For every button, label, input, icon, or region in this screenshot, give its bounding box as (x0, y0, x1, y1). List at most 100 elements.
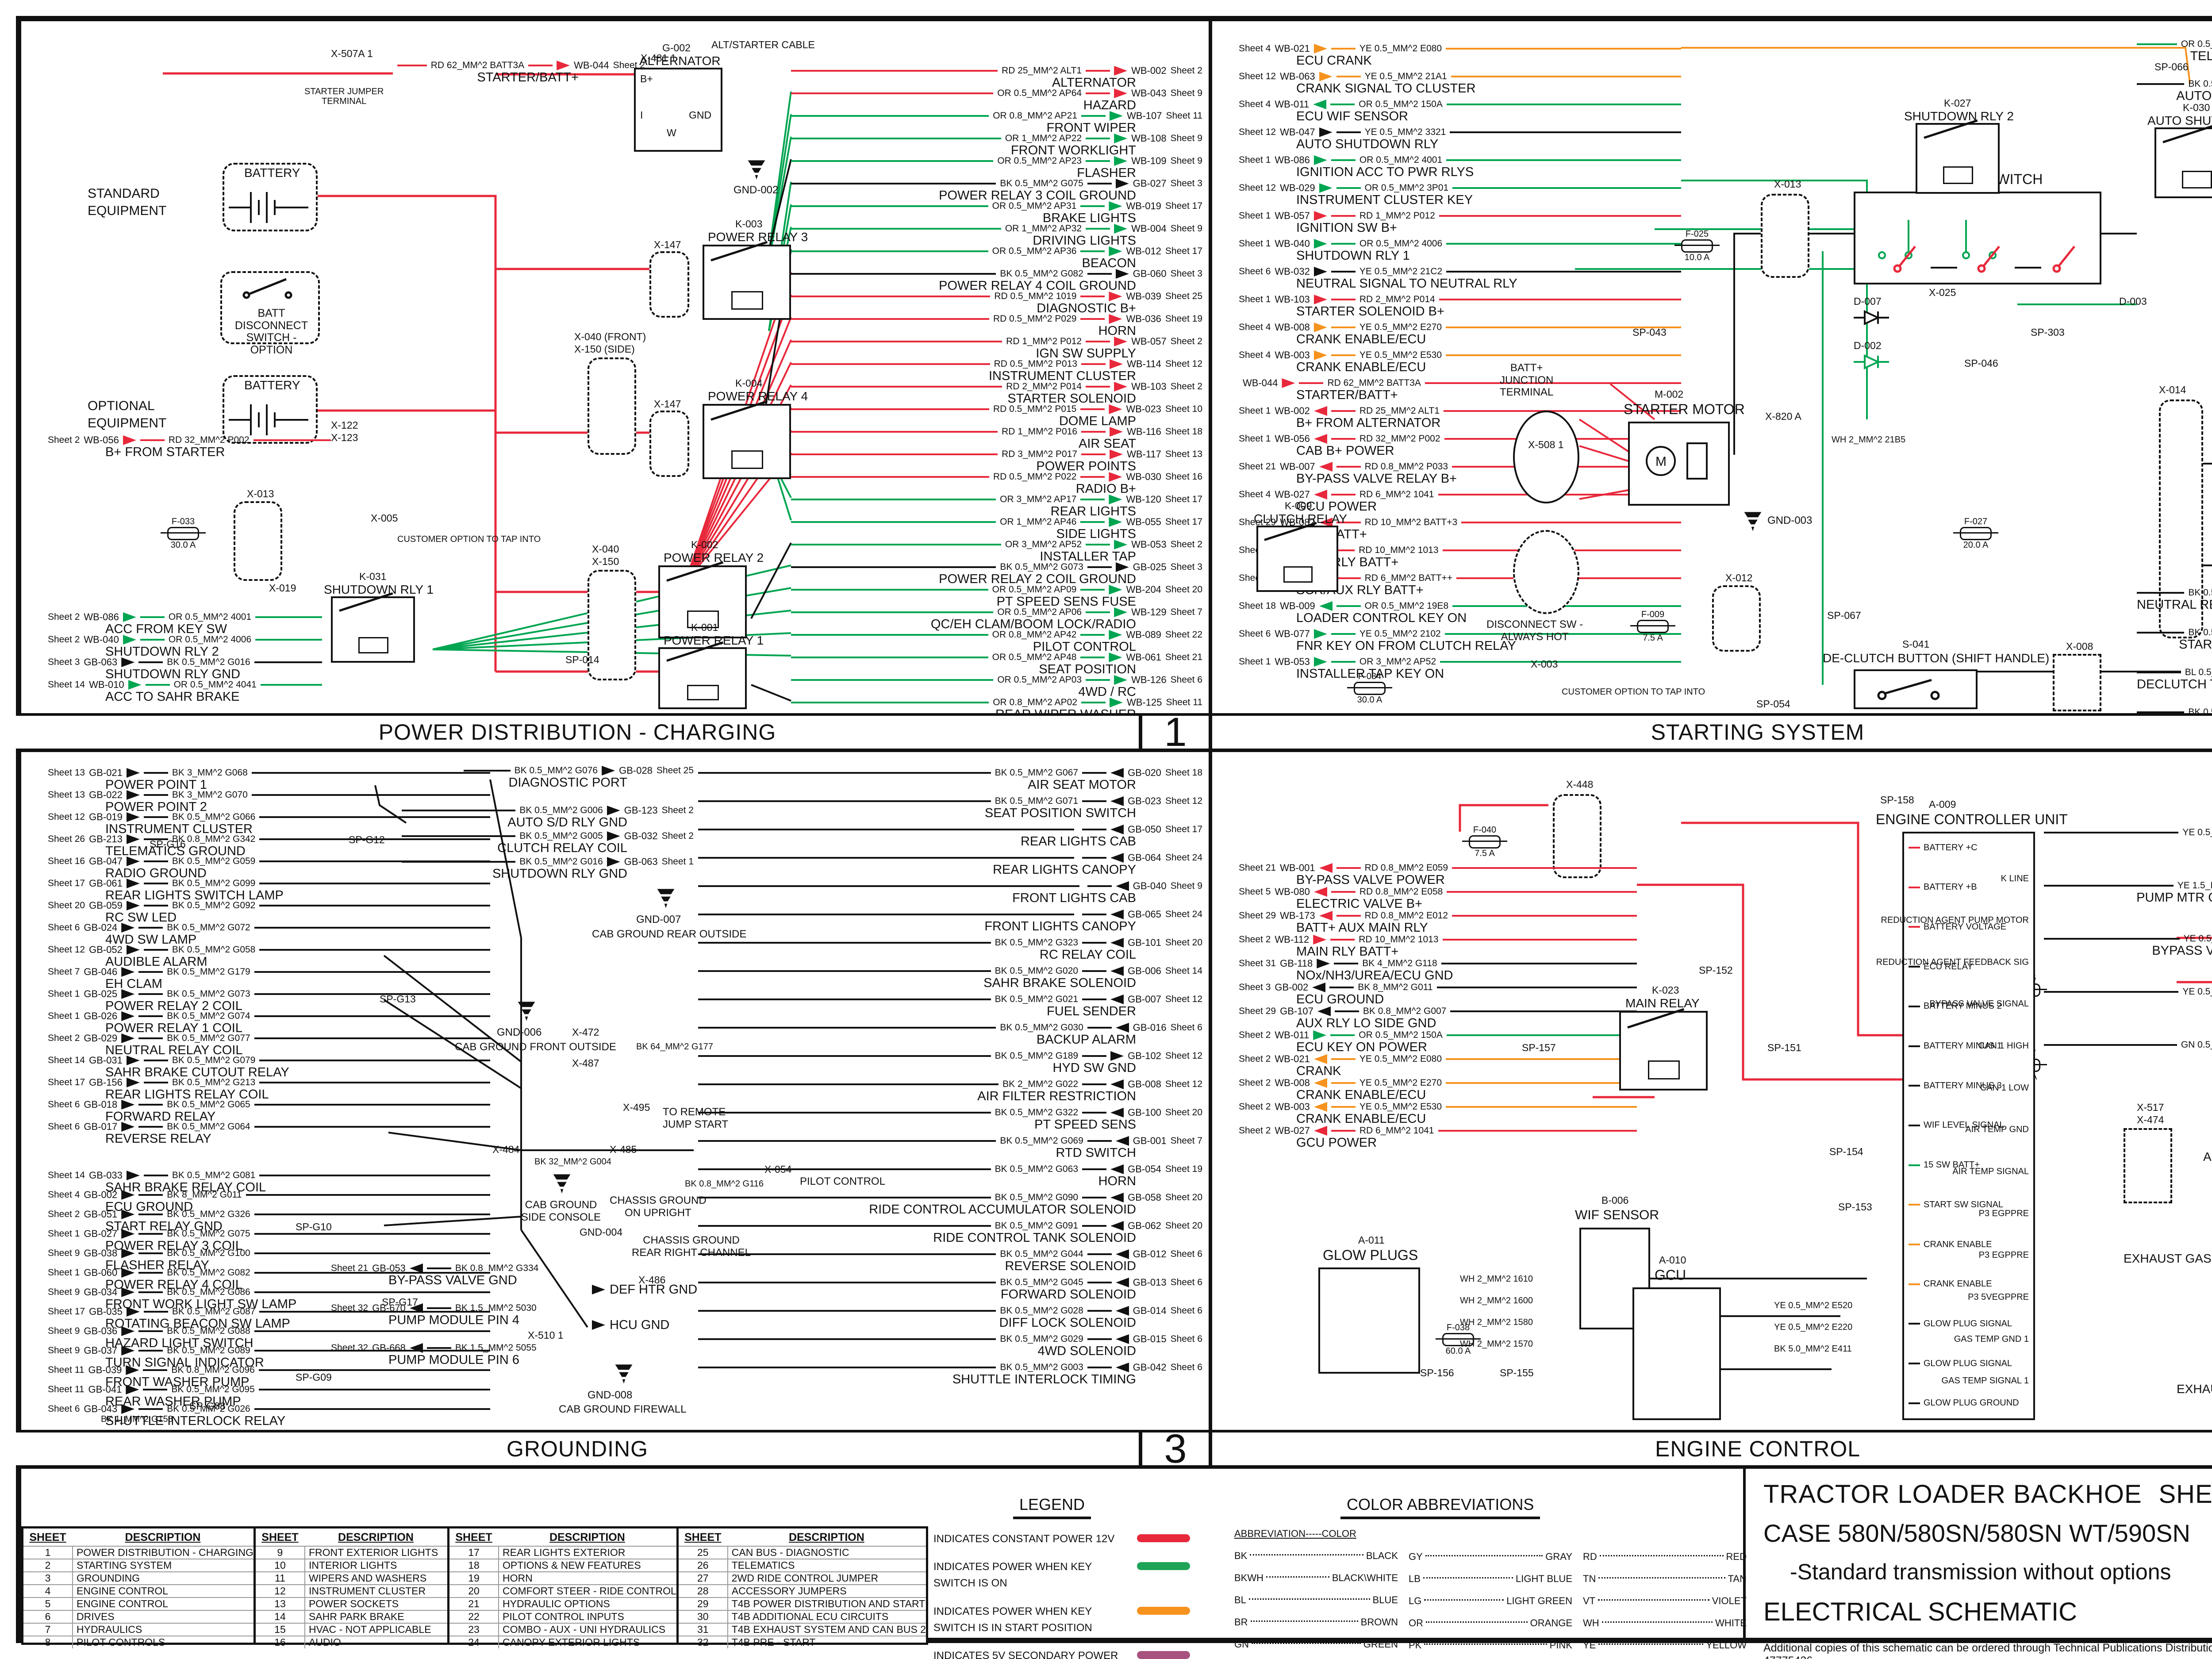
signal-name: INSTRUMENT CLUSTER (105, 822, 253, 836)
wire-line (1446, 271, 1681, 273)
wif-code: B-006 (1601, 1194, 1629, 1206)
wire-label: BK 0.5_MM^2 G081 (172, 1170, 256, 1180)
signal-code: WB-008 (1275, 1077, 1310, 1088)
wire-line (255, 639, 322, 641)
sheet-number: 31 (697, 1624, 709, 1635)
signal-row: BK 0.5_MM^2 G044 GB-012 Sheet 6 REVERSE … (698, 1248, 1202, 1277)
signal-name: CRANK SIGNAL TO CLUSTER (1296, 81, 1476, 96)
signal-sheet-ref: Sheet 14 (1165, 966, 1202, 976)
wire-line (140, 616, 165, 618)
remote-jump-start-label: TO REMOTE JUMP START (663, 1106, 729, 1130)
signal-arrow-icon (1319, 601, 1333, 611)
signal-row: Sheet 7 GB-046 BK 0.5_MM^2 G179 EH CLAM (48, 966, 490, 991)
signal-code: GB-063 (84, 657, 118, 668)
signal-code: GB-032 (624, 830, 658, 841)
signal-row: BK 2_MM^2 G022 GB-008 Sheet 12 AIR FILTE… (698, 1079, 1202, 1107)
pin-stub (1909, 926, 1920, 928)
signal-row: Sheet 2 GB-029 BK 0.5_MM^2 G077 NEUTRAL … (48, 1033, 490, 1057)
signal-code: GB-065 (1128, 909, 1161, 920)
signal-sheet-ref: Sheet 17 (48, 878, 85, 888)
battery-icon (229, 192, 308, 223)
sheet-number: 21 (468, 1598, 480, 1609)
signal-code: WB-061 (1126, 652, 1161, 663)
signal-sheet-ref: Sheet 29 (1239, 910, 1276, 921)
legend-item-text: INDICATES CONSTANT POWER 12V (933, 1533, 1115, 1545)
wire-line (259, 1311, 490, 1313)
sheet-description: 2WD RIDE CONTROL JUMPER (727, 1572, 926, 1584)
sp-g16-label: SP-G16 (150, 838, 186, 850)
signal-arrow-icon (1114, 540, 1128, 549)
signal-row: Sheet 16 GB-047 BK 0.5_MM^2 G059 RADIO G… (48, 856, 490, 880)
wire-label: BK 8_MM^2 G011 (1358, 982, 1433, 992)
sheet-description: PILOT CONTROLS (72, 1636, 253, 1648)
signal-arrow-icon (1313, 155, 1327, 165)
signal-code: GB-061 (89, 878, 123, 889)
wire-label: OR 0.8_MM^2 AP42 (992, 630, 1077, 640)
signal-arrow-icon (1314, 887, 1327, 897)
x484-label: X-484 (492, 1144, 520, 1155)
diode-d003-label: D-003 (2119, 296, 2147, 307)
abbr: YE (1583, 1640, 1596, 1651)
fuse-icon (1674, 239, 1720, 253)
wire-line (1461, 522, 1681, 523)
signal-name: FUEL SENDER (1047, 1004, 1136, 1018)
sheet-description: POWER DISTRIBUTION - CHARGING (72, 1547, 253, 1559)
wire-line (1331, 271, 1356, 273)
wire-label: OR 0.5_MM^2 AP31 (992, 201, 1077, 211)
wire-label: BK 0.5_MM^2 G076 (514, 765, 598, 776)
signal-row: Sheet 2 WB-056 RD 32_MM^2 P002 B+ FROM S… (48, 434, 331, 459)
wire-line (698, 998, 991, 1000)
quadrant-3-title-strip: GROUNDING 3 (16, 1426, 1209, 1471)
signal-row: Sheet 12 WB-047 YE 0.5_MM^2 3321 AUTO SH… (1239, 127, 1681, 155)
wire-label: GN 0.5_MM^2 E251 (2181, 1040, 2212, 1050)
signal-row: BK 0.5_MM^2 G323 GB-101 Sheet 20 RC RELA… (698, 937, 1202, 966)
color-abbreviations: COLOR ABBREVIATIONS ABBREVIATION-----COL… (1234, 1495, 1747, 1651)
signal-code: WB-027 (1275, 1125, 1310, 1136)
signal-name: ECU GROUND (1296, 992, 1384, 1006)
signal-arrow-icon (121, 1346, 135, 1356)
wire-label: BK 0.5_MM^2 G067 (995, 768, 1079, 778)
wire-line (464, 770, 511, 772)
sheet-number: 23 (468, 1624, 480, 1635)
signal-sheet-ref: Sheet 9 (1170, 881, 1202, 891)
wire-line (402, 861, 516, 863)
sp-043-label: SP-043 (1632, 326, 1667, 338)
wire-line (2044, 832, 2179, 833)
signal-sheet-ref: Sheet 11 (48, 1384, 84, 1394)
signal-sheet-ref: Sheet 6 (48, 1121, 80, 1132)
signal-arrow-icon (1319, 911, 1333, 921)
signal-arrow-icon (1109, 201, 1122, 211)
wire-line (2137, 592, 2185, 594)
sheet-number: 20 (468, 1585, 480, 1597)
signal-row: Sheet 12 WB-063 YE 0.5_MM^2 21A1 CRANK S… (1239, 71, 1681, 99)
abbr: BL (1234, 1594, 1246, 1605)
signal-row: BK 0.5_MM^2 G069 GB-001 Sheet 7 RTD SWIT… (698, 1135, 1202, 1164)
signal-code: GB-020 (1128, 767, 1161, 778)
ecu-pin: GLOW PLUG GROUND (1909, 1398, 2019, 1409)
signal-sheet-ref: Sheet 18 (1165, 768, 1202, 778)
signal-code: GB-008 (1128, 1079, 1161, 1090)
signal-sheet-ref: Sheet 14 (48, 680, 85, 690)
ground-name: HCU GND (610, 1318, 670, 1332)
wire-line (254, 1408, 490, 1410)
signal-sheet-ref: Sheet 24 (1165, 853, 1202, 863)
abbr: GN (1234, 1639, 1249, 1650)
signal-row: OR 0.8_MM^2 AP21 WB-107 Sheet 11 FRONT W… (791, 110, 1202, 134)
batt-disconnect-switch: BATT DISCONNECT SWITCH - OPTION (220, 271, 320, 356)
wire-line (1447, 891, 1637, 893)
battery-optional: BATTERY (223, 375, 318, 444)
wire-line (2137, 83, 2185, 85)
ground-icon (748, 160, 765, 180)
ecu-pin: CAN 1 HIGH (1876, 1041, 2029, 1052)
wire-label: BK 0.5_MM^2 G016 (519, 856, 603, 867)
wire-line (1441, 963, 1637, 964)
subtitle-line: -Standard transmission without options (1790, 1559, 2171, 1584)
signal-sheet-ref: Sheet 3 (48, 657, 80, 667)
wire-line (143, 905, 168, 906)
